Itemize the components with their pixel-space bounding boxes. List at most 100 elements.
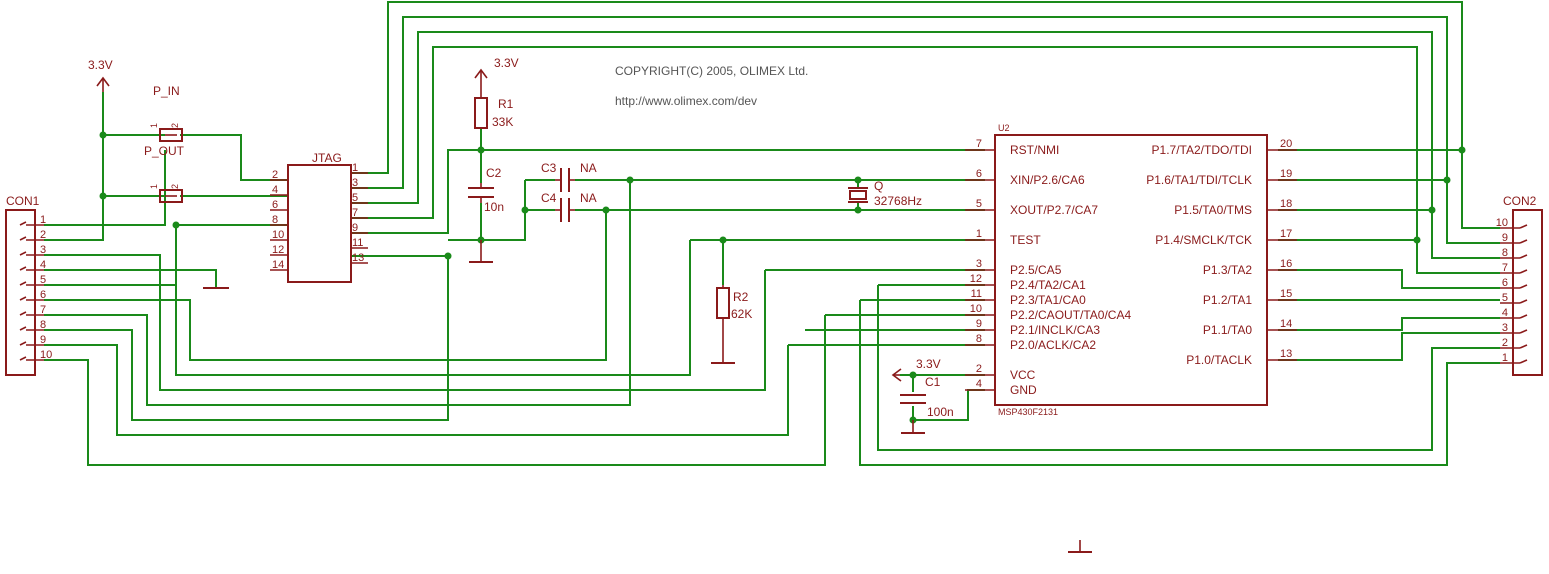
mcu-pin-number: 8 [976, 333, 982, 345]
mcu-ref: U2 [998, 123, 1010, 133]
con1-pins: 1 2 3 4 5 6 7 8 9 10 [19, 214, 52, 361]
jtag-pin-6: 6 [270, 199, 288, 211]
c1-value: 100n [927, 405, 954, 419]
jtag-pin-number: 13 [352, 252, 364, 264]
con1-pin-2: 2 [19, 229, 46, 241]
r2-value: 62K [731, 307, 752, 321]
con2-pin-7: 7 [1500, 262, 1528, 274]
resistor-r2: R2 62K [716, 285, 752, 321]
con2-pin-1: 1 [1500, 352, 1528, 364]
con2-pin-5: 5 [1500, 292, 1528, 304]
con2-pin-4: 4 [1500, 307, 1528, 319]
ground-symbol-bottom [1068, 540, 1092, 553]
con1-pin-number: 6 [40, 289, 46, 301]
mcu-pin-number: 18 [1280, 198, 1292, 210]
ground-symbol-c1 [901, 420, 925, 434]
mcu-pin-name: XOUT/P2.7/CA7 [1010, 203, 1098, 217]
jtag-pin-number: 5 [352, 192, 358, 204]
mcu-pin-number: 12 [970, 273, 982, 285]
con2-pin-2: 2 [1500, 337, 1528, 349]
jtag-pin-number: 14 [272, 259, 284, 271]
mcu-pin-name: P2.2/CAOUT/TA0/CA4 [1010, 308, 1131, 322]
jtag-pin-number: 9 [352, 222, 358, 234]
con1-pin-number: 3 [40, 244, 46, 256]
con2-pin-9: 9 [1500, 232, 1528, 244]
power-3v3-r1: 3.3V [474, 56, 519, 84]
mcu-pin-name: P1.5/TA0/TMS [1174, 203, 1252, 217]
mcu-pin-name: P1.6/TA1/TDI/TCLK [1146, 173, 1252, 187]
mcu-pin-name: GND [1010, 383, 1037, 397]
con2-pin-number: 10 [1496, 217, 1508, 229]
jtag-pin-12: 12 [270, 244, 288, 256]
mcu-pin-18: 18 P1.5/TA0/TMS [1174, 198, 1297, 217]
con2-pin-10: 10 [1496, 217, 1528, 229]
mcu-pin-number: 4 [976, 378, 982, 390]
capacitor-c2: C2 10n [468, 166, 504, 214]
c3-value: NA [580, 161, 597, 175]
r1-name: R1 [498, 97, 514, 111]
wires [44, 1, 1500, 466]
resistor-r1: R1 33K [474, 84, 514, 129]
ground-symbol-c2 [469, 240, 493, 263]
con1-pin-number: 10 [40, 349, 52, 361]
jtag-pin-number: 1 [352, 162, 358, 174]
con1-pin-number: 8 [40, 319, 46, 331]
jumper-p-in: P_IN 1 2 [149, 84, 183, 142]
con1-pin-7: 7 [19, 304, 46, 316]
con1-pin-4: 4 [19, 259, 46, 271]
crystal-value: 32768Hz [874, 194, 922, 208]
con1-pin-9: 9 [19, 334, 46, 346]
con1-title: CON1 [6, 194, 40, 208]
mcu-pin-11: 11 P2.3/TA1/CA0 [965, 288, 1086, 307]
mcu-pin-name: P1.3/TA2 [1203, 263, 1252, 277]
jtag-pin-3: 3 [351, 177, 368, 189]
jtag-pin-number: 4 [272, 184, 278, 196]
jtag-pin-number: 8 [272, 214, 278, 226]
con2-pin-number: 2 [1502, 337, 1508, 349]
jumper-p-out-pin1: 1 [149, 184, 159, 189]
jtag-pin-8: 8 [270, 214, 288, 226]
jtag-pin-11: 11 [351, 237, 368, 249]
con2-pin-number: 6 [1502, 277, 1508, 289]
con1-pin-6: 6 [19, 289, 46, 301]
mcu-pin-name: P2.4/TA2/CA1 [1010, 278, 1086, 292]
mcu-pin-name: P2.5/CA5 [1010, 263, 1062, 277]
jtag-pin-1: 1 [351, 162, 368, 174]
mcu-pin-number: 20 [1280, 138, 1292, 150]
jtag-pin-number: 2 [272, 169, 278, 181]
power-label-r1: 3.3V [494, 56, 519, 70]
con1-connector: CON1 1 2 3 4 5 6 7 8 9 10 [5, 194, 52, 376]
con2-title: CON2 [1503, 194, 1537, 208]
jtag-pin-number: 10 [272, 229, 284, 241]
mcu-pin-name: XIN/P2.6/CA6 [1010, 173, 1085, 187]
mcu-pin-number: 11 [971, 288, 982, 300]
jtag-title: JTAG [312, 151, 342, 165]
jtag-pin-number: 3 [352, 177, 358, 189]
con2-pin-number: 1 [1502, 352, 1508, 364]
mcu-pin-name: P2.3/TA1/CA0 [1010, 293, 1086, 307]
mcu-pin-number: 2 [976, 363, 982, 375]
con1-pin-5: 5 [19, 274, 46, 286]
con1-pin-number: 1 [40, 214, 46, 226]
con1-pin-number: 4 [40, 259, 46, 271]
jumper-p-in-pin2: 2 [170, 123, 180, 128]
jtag-pin-14: 14 [270, 259, 288, 271]
copyright-text: COPYRIGHT(C) 2005, OLIMEX Ltd. [615, 64, 808, 78]
jtag-pin-9: 9 [351, 222, 368, 234]
mcu-pin-number: 10 [970, 303, 982, 315]
capacitor-c3: C3 NA [541, 161, 597, 192]
mcu-pin-number: 1 [976, 228, 982, 240]
c3-name: C3 [541, 161, 557, 175]
jtag-pin-2: 2 [270, 169, 288, 181]
